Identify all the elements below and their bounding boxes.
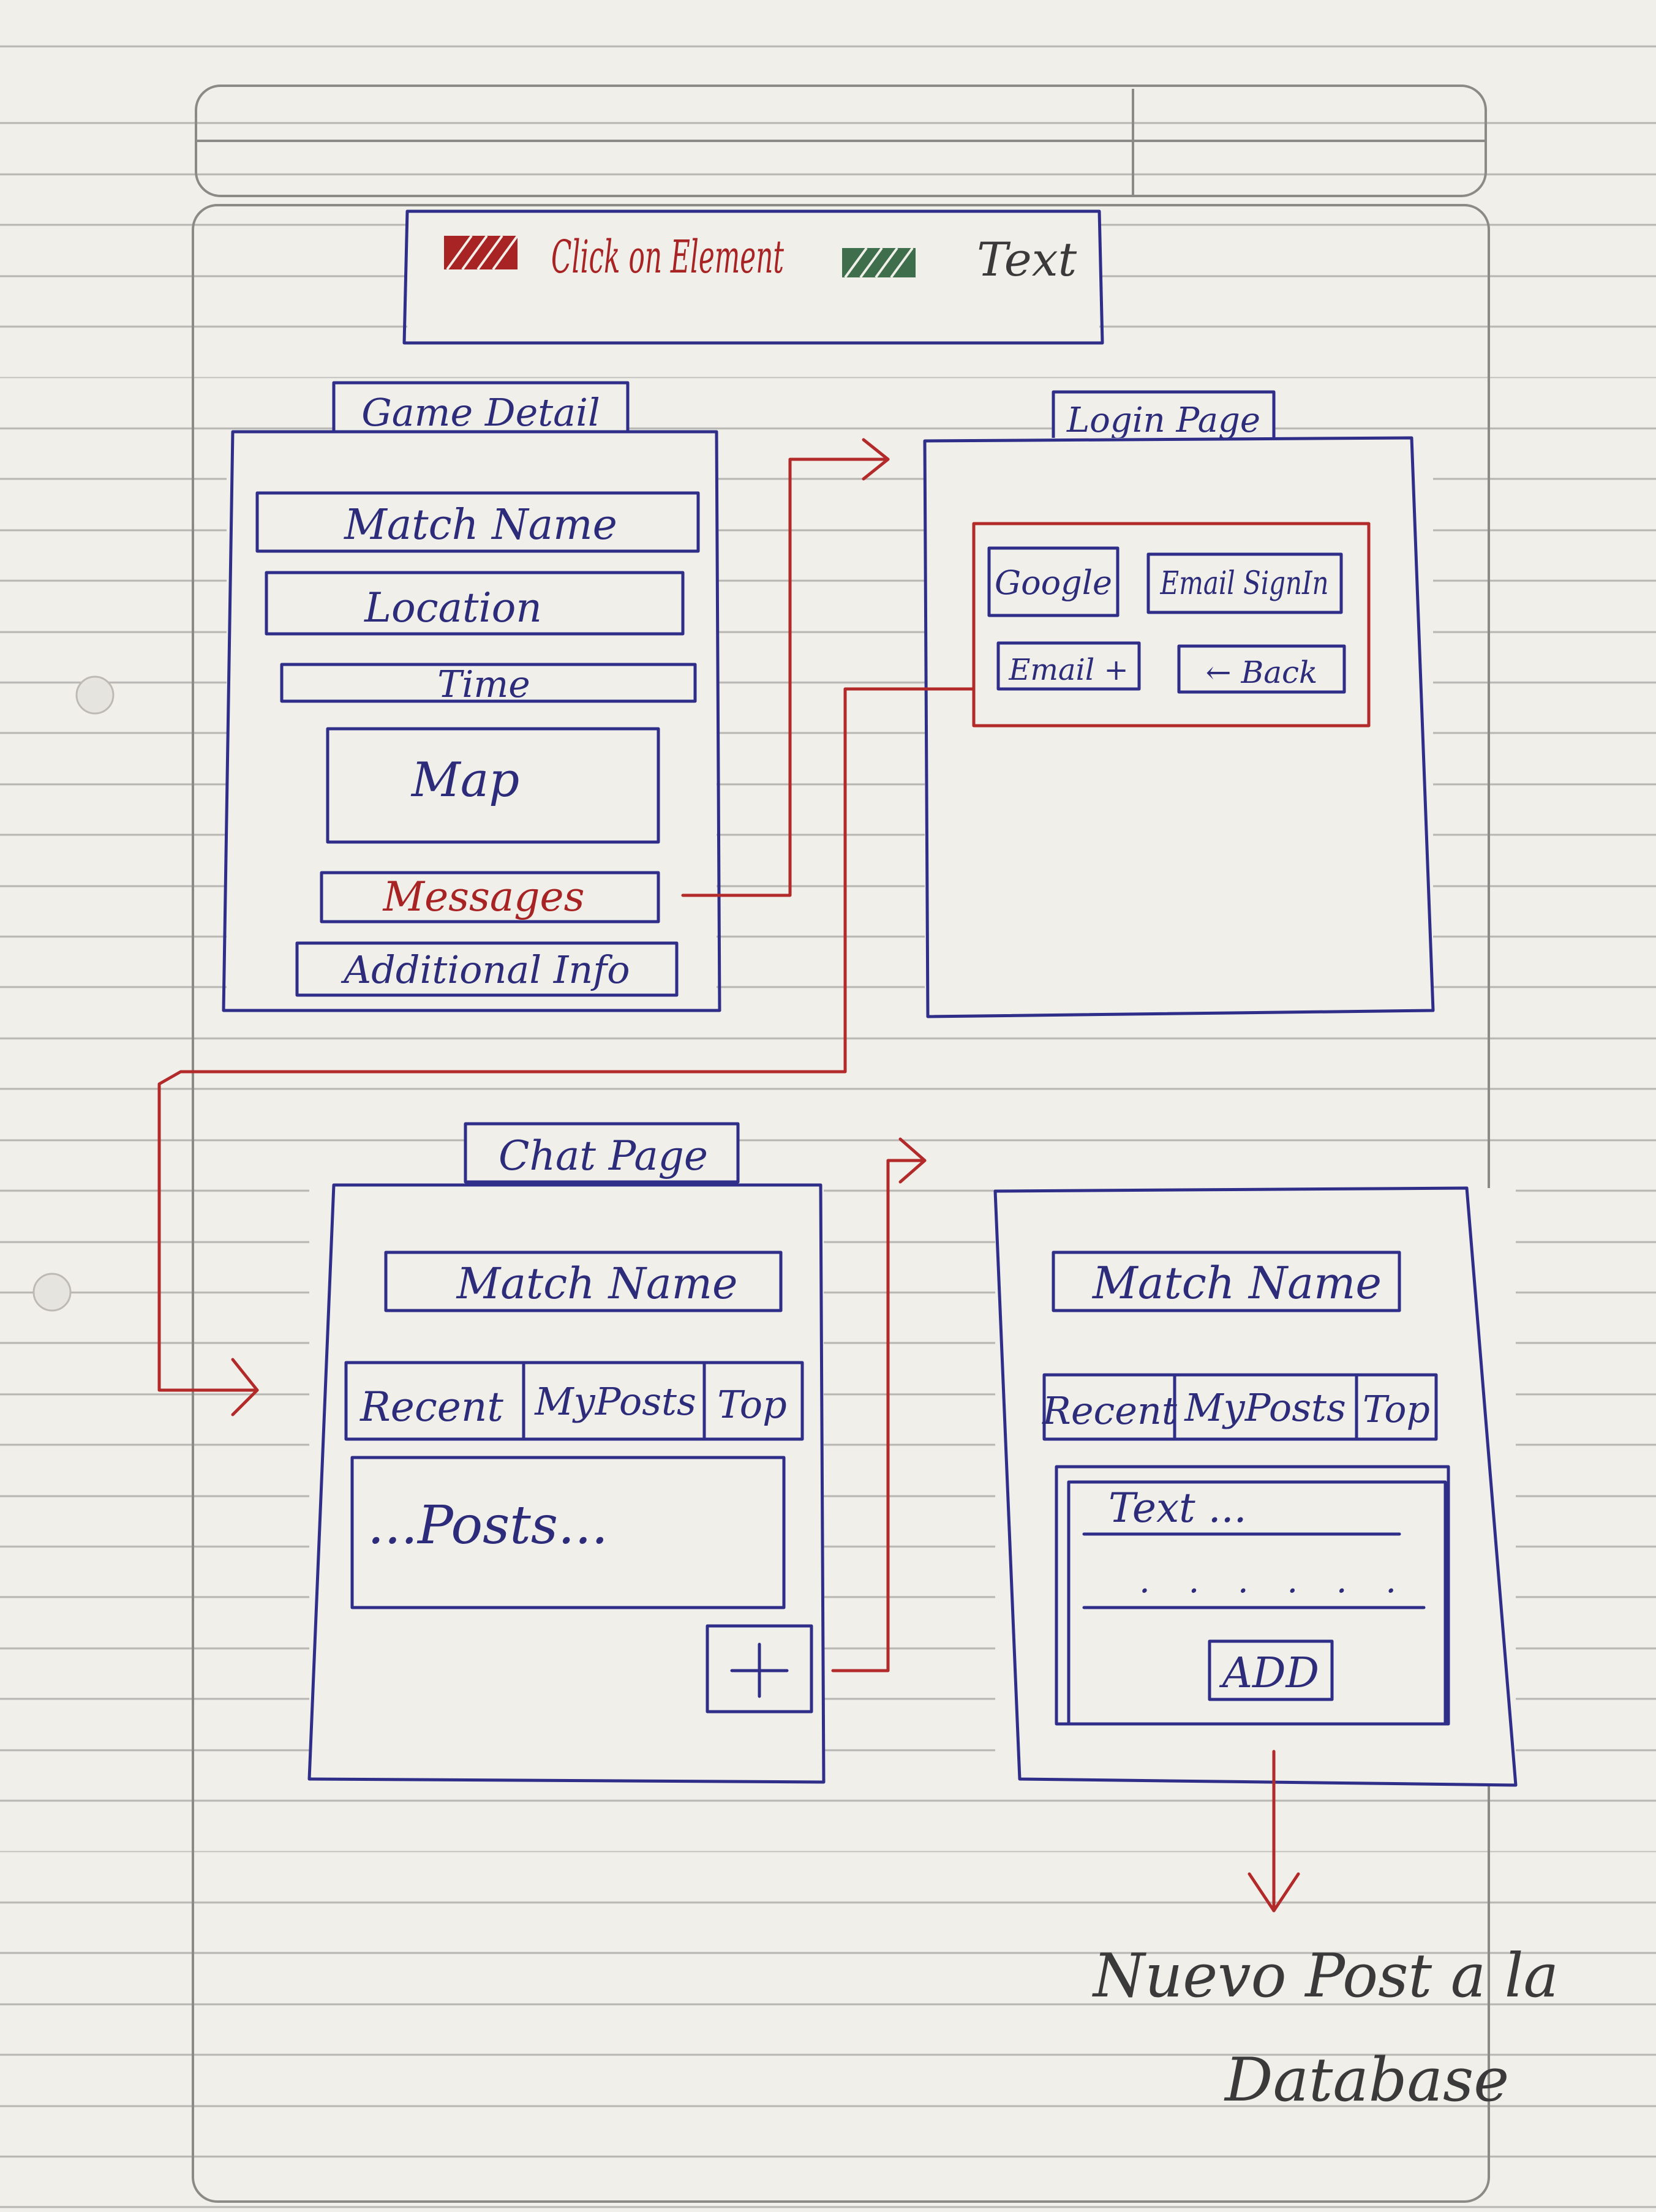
chat-tab-top[interactable]: Top [717, 1382, 787, 1427]
chat-match-name-field [384, 1251, 783, 1312]
binder-hole [75, 675, 115, 715]
new-post-text-label: Text ... [1108, 1484, 1247, 1532]
new-post-screen [993, 1186, 1518, 1787]
chat-tabs [344, 1361, 804, 1441]
match-name-text: Match Name [343, 501, 617, 549]
location-field [265, 571, 685, 636]
chat-screen [307, 1183, 826, 1784]
login-screen [923, 436, 1435, 1018]
plus-icon [730, 1642, 789, 1698]
new-post-tabs [1042, 1373, 1438, 1441]
arrow-login-to-chat [157, 687, 976, 1392]
back-button[interactable] [1177, 644, 1346, 694]
game-detail-screen [222, 430, 721, 1012]
messages-button[interactable] [320, 871, 660, 924]
chat-page: Chat Page Match Name Recent MyPosts Top … [307, 1122, 826, 1784]
time-text: Time [437, 663, 530, 706]
email-sign-in-text: Email SignIn [1160, 565, 1329, 602]
login-title: Login Page [1066, 401, 1260, 440]
binder-hole [32, 1273, 72, 1312]
arrow-head-new-post [898, 1137, 927, 1184]
google-text: Google [995, 563, 1112, 602]
match-name-field [255, 491, 700, 553]
back-text: ← Back [1206, 655, 1318, 690]
game-detail-page: Game Detail Match Name Location Time Map… [222, 381, 721, 1012]
additional-info-field [295, 941, 679, 997]
arrow-head-database [1248, 1872, 1300, 1913]
arrow-head-chat [231, 1358, 259, 1416]
legend-text-label: Text [977, 232, 1077, 287]
email-sign-in-button[interactable] [1146, 552, 1343, 614]
add-post-button[interactable] [706, 1624, 813, 1714]
chat-tab-myposts[interactable]: MyPosts [534, 1379, 696, 1424]
chat-match-name-text: Match Name [456, 1258, 738, 1309]
new-post-tab-myposts[interactable]: MyPosts [1184, 1385, 1346, 1430]
time-field [280, 663, 697, 703]
location-text: Location [364, 584, 542, 631]
map-area [326, 727, 660, 844]
add-button-text: ADD [1219, 1649, 1319, 1698]
messages-text: Messages [383, 873, 585, 920]
database-note: Nuevo Post a la Database [1092, 1941, 1559, 2115]
new-post-tab-recent[interactable]: Recent [1042, 1388, 1177, 1433]
new-post-tab-top[interactable]: Top [1363, 1388, 1430, 1431]
new-post-page: Match Name Recent MyPosts Top Text ... .… [993, 1186, 1518, 1787]
posts-text: ...Posts... [367, 1495, 608, 1556]
legend-click-label: Click on Element [551, 231, 784, 284]
email-plus-button[interactable] [996, 641, 1141, 691]
new-post-match-name-text: Match Name [1091, 1257, 1382, 1309]
new-post-match-name-field [1052, 1251, 1401, 1312]
arrow-messages-to-login [681, 457, 890, 897]
chat-tab-recent[interactable]: Recent [359, 1383, 503, 1431]
login-page: Login Page Google Email SignIn Email + ←… [923, 390, 1435, 1018]
additional-info-text: Additional Info [341, 947, 630, 992]
flow-arrows [157, 438, 1300, 1913]
chat-title: Chat Page [499, 1132, 708, 1179]
legend: Click on Element Text [402, 209, 1104, 345]
map-text: Map [410, 753, 519, 808]
email-plus-text: Email + [1008, 653, 1128, 687]
arrow-add-to-new-post [831, 1159, 927, 1672]
google-button[interactable] [987, 546, 1120, 617]
chat-title-tab [464, 1122, 740, 1184]
posts-area [350, 1456, 786, 1609]
game-detail-title: Game Detail [361, 390, 600, 435]
arrow-head-login [862, 438, 890, 481]
login-options-group [972, 522, 1371, 728]
add-button[interactable] [1208, 1639, 1334, 1701]
note-line-2: Database [1224, 2045, 1509, 2115]
note-line-1: Nuevo Post a la [1092, 1941, 1559, 2011]
